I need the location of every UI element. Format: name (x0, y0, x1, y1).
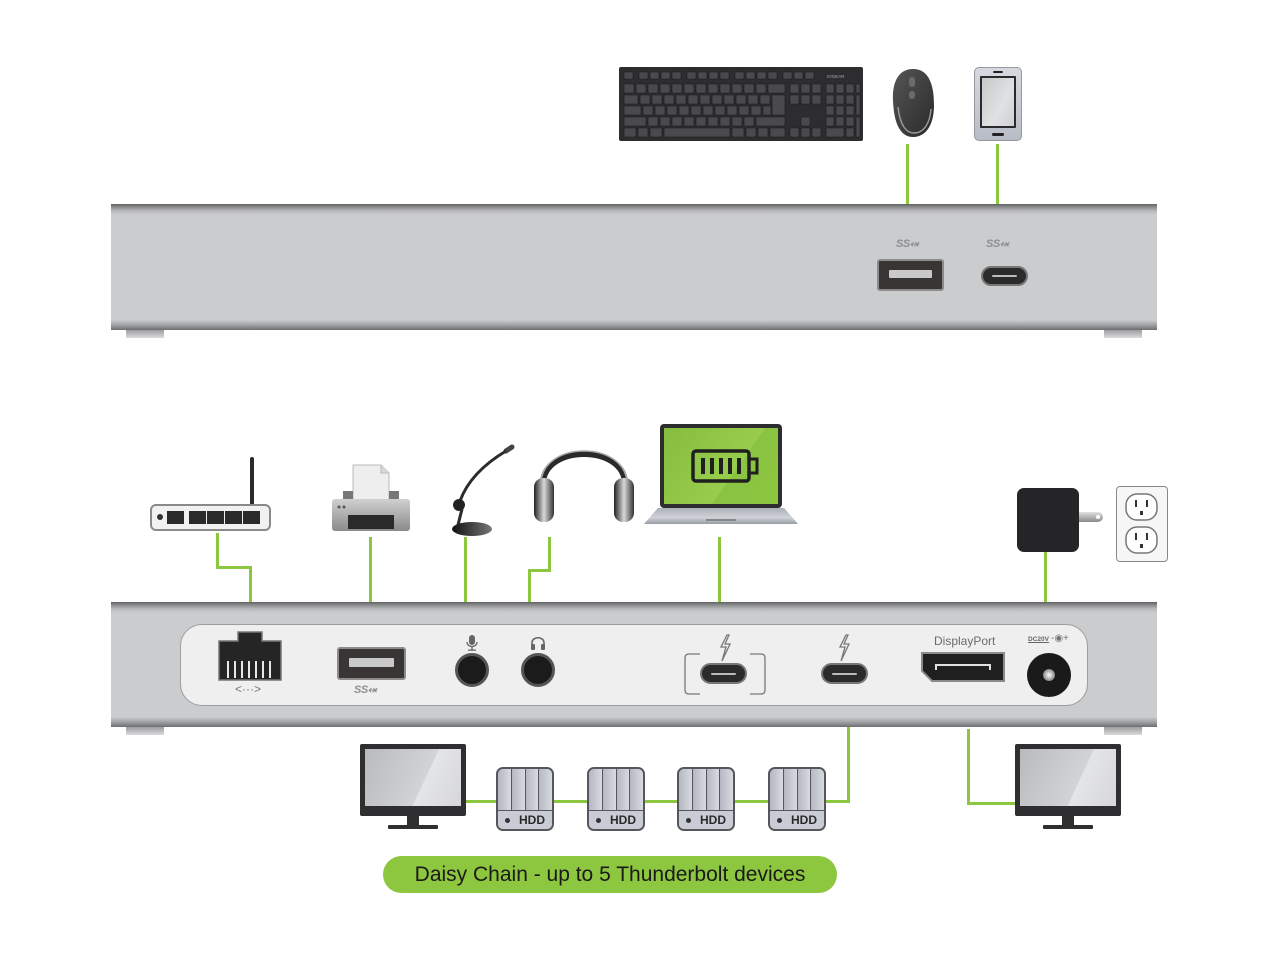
headphones-cable (528, 569, 531, 604)
superspeed-usb-icon: SS⬾ (986, 238, 1009, 250)
dc-polarity-icon: -◉+ (1051, 633, 1069, 644)
thunderbolt-downstream-port[interactable] (821, 663, 868, 684)
ethernet-symbol-icon: <···> (235, 682, 262, 696)
hdd-icon: HDD (768, 767, 826, 831)
superspeed-usb-icon: SS⬾ (896, 238, 919, 250)
thunderbolt-host-bracket (684, 653, 766, 695)
front-usb-c-port[interactable] (981, 266, 1028, 286)
displayport-label: DisplayPort (934, 634, 996, 648)
displayport-cable (967, 802, 1017, 805)
power-adapter-icon (1017, 488, 1107, 554)
front-usb-a-port[interactable] (877, 259, 944, 291)
dc-voltage-label: DC20V (1028, 636, 1049, 643)
tablet-icon (974, 67, 1022, 141)
headphone-jack[interactable] (521, 653, 555, 687)
headphones-icon (531, 436, 637, 524)
printer-icon (331, 463, 411, 533)
dock-front (111, 204, 1157, 330)
displayport-cable (967, 729, 970, 805)
router-icon (150, 455, 272, 533)
microphone-jack[interactable] (455, 653, 489, 687)
mouse-icon (890, 67, 936, 139)
hdd-label: HDD (498, 810, 552, 829)
battery-full-icon (691, 449, 759, 483)
hdd-label: HDD (770, 810, 824, 829)
hdd-label: HDD (679, 810, 733, 829)
daisy-chain-caption: Daisy Chain - up to 5 Thunderbolt device… (383, 856, 837, 893)
router-cable (216, 533, 219, 569)
ss-text: SS (354, 684, 368, 696)
dc-power-port[interactable] (1027, 653, 1071, 697)
keyboard-icon: IOGEAR (619, 67, 863, 141)
superspeed-usb-icon: SS⬾ (354, 684, 377, 696)
microphone-cable (464, 537, 467, 604)
microphone-icon (446, 443, 518, 537)
router-cable (216, 566, 252, 569)
keyboard-keys: IOGEAR (623, 71, 861, 138)
thunderbolt-chain-cable (847, 727, 850, 803)
dock-front-foot-left (126, 330, 164, 338)
dock-rear-foot-left (126, 727, 164, 735)
laptop-cable (718, 537, 721, 604)
thunderbolt-chain-cable (466, 800, 850, 803)
mouse-cable (906, 144, 909, 206)
ss-text: SS (986, 238, 1000, 250)
headphones-cable (528, 569, 551, 572)
tablet-cable (996, 144, 999, 206)
headphone-port-icon (531, 636, 545, 650)
headphones-cable (548, 537, 551, 572)
thunderbolt-icon (838, 634, 851, 662)
wall-outlet-icon (1116, 486, 1168, 562)
rear-usb-a-port[interactable] (337, 647, 406, 680)
router-cable (249, 566, 252, 604)
keyboard-brand: IOGEAR (827, 74, 845, 79)
dock-rear-foot-right (1104, 727, 1142, 735)
thunderbolt-icon (719, 634, 732, 662)
dock-front-foot-right (1104, 330, 1142, 338)
ethernet-port[interactable] (218, 631, 282, 681)
hdd-icon: HDD (677, 767, 735, 831)
microphone-port-icon (466, 635, 478, 651)
power-cable (1044, 552, 1047, 604)
ss-text: SS (896, 238, 910, 250)
displayport-port[interactable] (920, 651, 1006, 683)
hdd-icon: HDD (587, 767, 645, 831)
hdd-label: HDD (589, 810, 643, 829)
laptop-charging-icon (644, 424, 798, 526)
thunderbolt-host-port[interactable] (700, 663, 747, 684)
hdd-icon: HDD (496, 767, 554, 831)
printer-cable (369, 537, 372, 604)
